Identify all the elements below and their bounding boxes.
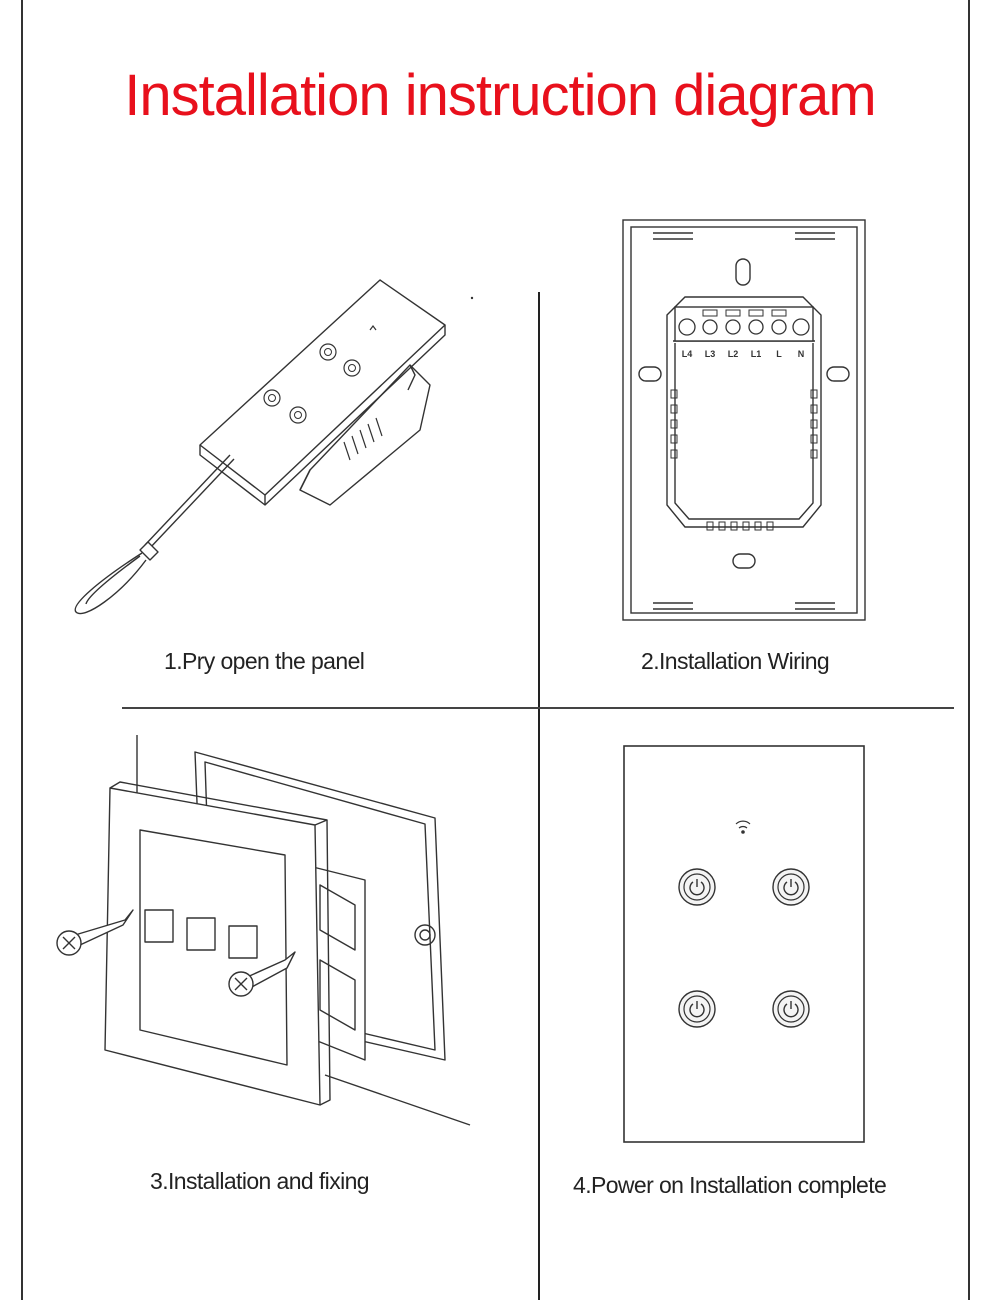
- step3-illustration: [56, 735, 471, 1126]
- terminal-label: L1: [751, 349, 762, 359]
- page-title: Installation instruction diagram: [124, 63, 876, 128]
- terminal-label: L: [776, 349, 782, 359]
- step2-caption: 2.Installation Wiring: [641, 648, 830, 674]
- wifi-icon: [735, 820, 751, 834]
- step3-caption: 3.Installation and fixing: [150, 1168, 370, 1194]
- horizontal-divider: [122, 707, 954, 709]
- vertical-divider: [538, 292, 540, 1300]
- terminal-label: L3: [705, 349, 716, 359]
- step1-caption: 1.Pry open the panel: [164, 648, 365, 674]
- step4-caption: 4.Power on Installation complete: [573, 1172, 887, 1198]
- step4-illustration: [623, 745, 865, 1143]
- terminal-label: L2: [728, 349, 739, 359]
- frame-right-line: [968, 0, 970, 1300]
- terminal-label: L4: [682, 349, 693, 359]
- step1-illustration: [74, 279, 474, 615]
- frame-left-line: [21, 0, 23, 1300]
- power-icon: [689, 879, 799, 1018]
- terminal-label: N: [798, 349, 805, 359]
- step2-illustration: L4 L3 L2 L1 L N: [622, 219, 866, 621]
